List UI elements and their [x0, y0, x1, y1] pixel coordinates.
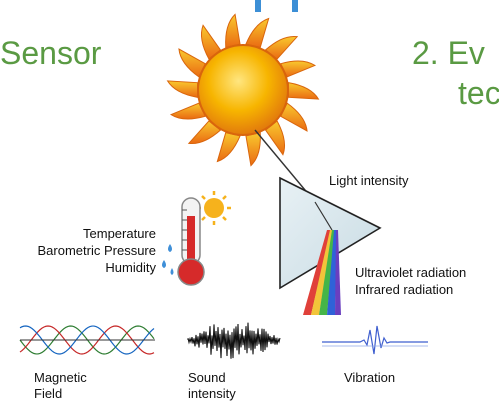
sound-waveform-icon — [187, 322, 281, 359]
sun-ray — [178, 48, 206, 78]
sun-ray — [166, 80, 199, 98]
temperature-label: Temperature — [83, 226, 156, 241]
sun-ray — [245, 132, 261, 167]
infrared-label: Infrared radiation — [355, 282, 454, 297]
vibration-label: Vibration — [344, 370, 396, 385]
sound-label-line1: Sound — [188, 370, 226, 385]
thermometer-icon — [162, 191, 231, 286]
sound-label-line2: intensity — [188, 386, 236, 401]
light-intensity-label: Light intensity — [329, 173, 409, 188]
sun-ray — [280, 102, 308, 132]
vibration-pulse-icon — [322, 325, 428, 355]
ultraviolet-label: Ultraviolet radiation — [355, 265, 467, 280]
magnetic-label-line2: Field — [34, 386, 63, 401]
sun-ray — [225, 13, 241, 48]
sun-ray — [280, 60, 316, 78]
sun-ray — [170, 102, 206, 120]
sensor-heading: Sensor — [0, 35, 102, 71]
top-bar-left — [255, 0, 261, 12]
sun-ray — [216, 132, 241, 163]
barometric-pressure-label: Barometric Pressure — [37, 243, 156, 258]
sine-waves-icon — [19, 325, 155, 355]
sun-ray — [245, 17, 270, 48]
sun-ray — [187, 120, 222, 145]
sun-ray — [264, 35, 299, 60]
section-heading-line2: tec — [458, 75, 499, 111]
sun-ray — [287, 82, 320, 100]
top-bar-right — [292, 0, 298, 12]
magnetic-label-line1: Magnetic — [34, 370, 87, 385]
prism-icon — [254, 129, 382, 315]
section-heading-line1: 2. Ev — [412, 35, 485, 71]
sun-ray — [264, 120, 285, 156]
sun-ray — [201, 24, 222, 60]
humidity-label: Humidity — [105, 260, 156, 275]
sun-icon — [166, 13, 320, 167]
